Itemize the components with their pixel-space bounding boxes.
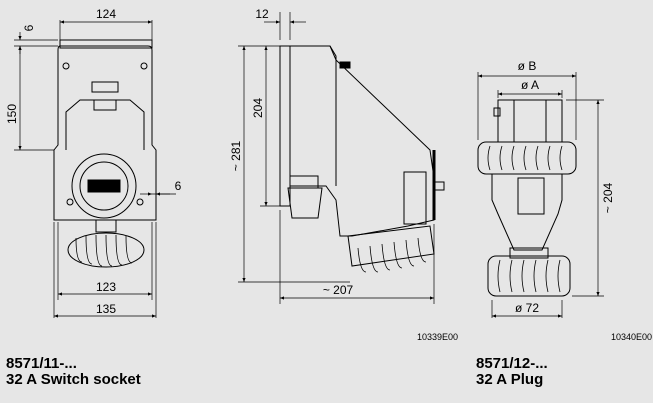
side-window	[403, 171, 427, 225]
dim-length-207: ~ 207	[323, 283, 354, 297]
socket-housing	[53, 45, 157, 221]
socket-bevel	[65, 99, 145, 150]
cable-gland-body	[287, 187, 323, 219]
side-connector	[347, 225, 435, 267]
socket-product-name: 32 A Switch socket	[6, 371, 141, 388]
socket-product-code: 8571/11-...	[6, 355, 77, 372]
side-dimensions	[238, 12, 435, 304]
drawing-code-socket: 10339E00	[417, 332, 458, 342]
plug-product-code: 8571/12-...	[476, 355, 548, 372]
screw-icon	[136, 198, 144, 206]
plug-body-top-detail	[513, 100, 547, 142]
side-housing-edge	[329, 45, 337, 186]
plug-view	[477, 99, 577, 297]
dim-depth: 12	[255, 7, 269, 21]
dim-top-offset: 6	[22, 24, 36, 31]
plug-dimensions	[477, 72, 604, 318]
switch-handle	[87, 179, 121, 193]
socket-outlet-ring	[67, 232, 145, 268]
plug-caption: 8571/12-... 32 A Plug	[476, 356, 548, 388]
side-connector-grip	[357, 237, 427, 273]
socket-window	[93, 99, 117, 111]
dim-dia-b: ø B	[518, 59, 537, 73]
dim-inner-width: 123	[96, 280, 116, 294]
socket-cap	[95, 220, 117, 233]
socket-outlet-grip	[75, 234, 133, 267]
socket-dimensions	[14, 20, 176, 318]
plug-grip-ribs	[487, 145, 563, 171]
screw-icon	[66, 198, 74, 206]
plug-grip-ring	[477, 141, 577, 175]
plug-body	[491, 173, 563, 251]
dim-height-204: 204	[251, 98, 265, 118]
dim-height-281: ~ 281	[229, 140, 243, 171]
screw-icon	[62, 62, 70, 70]
switch-dial-ring	[79, 161, 129, 211]
plug-body-top	[497, 99, 563, 143]
dim-outer-width: 135	[96, 302, 116, 316]
plug-cable-ring	[487, 255, 571, 297]
socket-front-view	[53, 39, 157, 268]
dim-side-offset: 6	[175, 179, 182, 193]
dim-height: 150	[5, 104, 19, 124]
plug-pins	[493, 107, 501, 117]
side-latch	[433, 181, 445, 191]
socket-label-window	[91, 81, 119, 93]
switch-dial	[71, 153, 137, 219]
dim-length: ~ 204	[601, 182, 615, 213]
socket-caption: 8571/11-... 32 A Switch socket	[6, 356, 141, 388]
plug-product-name: 32 A Plug	[476, 371, 544, 388]
socket-top-plate	[59, 39, 153, 49]
screw-icon	[140, 62, 148, 70]
side-housing	[289, 45, 435, 237]
plug-cable-ribs	[497, 259, 561, 293]
dim-dia-a: ø A	[521, 78, 539, 92]
plug-gland	[509, 247, 549, 259]
side-mount-plate	[279, 45, 291, 207]
dim-dia-72: ø 72	[515, 301, 539, 315]
socket-side-view	[279, 45, 445, 273]
side-clip	[339, 61, 351, 69]
dim-top-width: 124	[96, 7, 116, 21]
plug-body-window	[517, 177, 545, 215]
drawing-code-plug: 10340E00	[611, 332, 652, 342]
